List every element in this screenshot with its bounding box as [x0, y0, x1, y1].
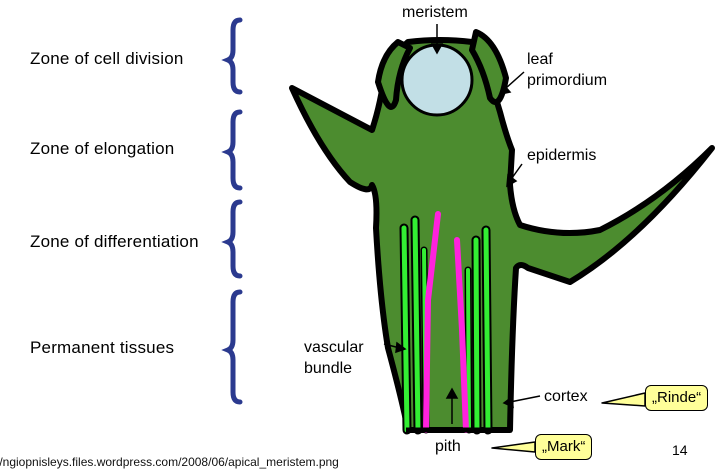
zone-label-differentiation: Zone of differentiation	[30, 232, 199, 251]
callout-rinde: „Rinde“	[645, 385, 709, 411]
label-pith: pith	[435, 438, 461, 455]
page-number: 14	[672, 442, 688, 458]
label-meristem: meristem	[402, 4, 468, 21]
zone-label-permanent-tissues: Permanent tissues	[30, 338, 175, 357]
brace-differentiation	[221, 199, 243, 279]
leaf-primordium-right	[469, 29, 509, 105]
zone-braces	[221, 17, 243, 405]
brace-cell-division	[221, 17, 243, 95]
zone-label-cell-division: Zone of cell division	[30, 49, 184, 68]
callout-mark: „Mark“	[535, 434, 593, 460]
source-url: //ngiopnisleys.files.wordpress.com/2008/…	[0, 455, 339, 469]
brace-permanent	[221, 289, 243, 405]
zone-label-elongation: Zone of elongation	[30, 139, 175, 158]
brace-elongation	[221, 109, 243, 191]
label-cortex: cortex	[544, 388, 588, 405]
vascular-bundle-right	[464, 225, 493, 435]
label-bundle: bundle	[304, 360, 353, 377]
vascular-bundle-left	[399, 215, 430, 435]
pointer-lines	[383, 24, 541, 424]
label-epidermis: epidermis	[527, 147, 597, 164]
shoot-tissue-body	[289, 37, 715, 433]
label-primordium: primordium	[527, 72, 608, 89]
pith-lines	[423, 211, 469, 433]
leaf-primordium-left	[375, 39, 413, 110]
label-leaf: leaf	[527, 51, 553, 68]
label-vascular: vascular	[304, 339, 364, 356]
meristem-dome	[400, 43, 474, 117]
